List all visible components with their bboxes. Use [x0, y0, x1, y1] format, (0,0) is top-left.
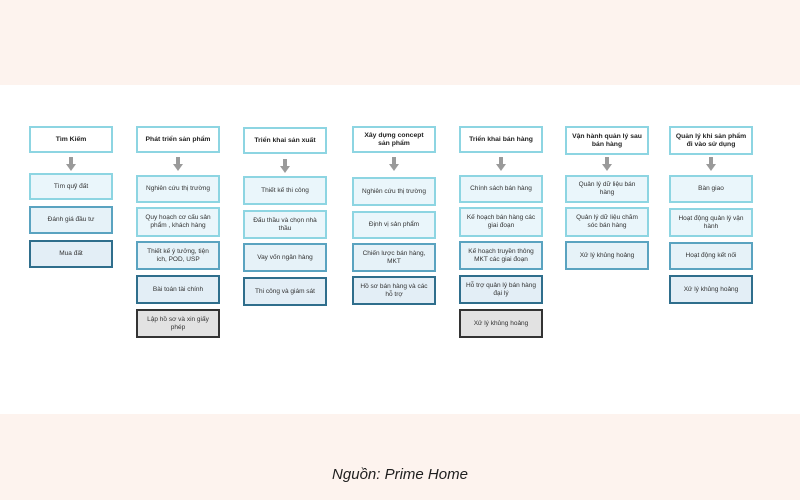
step-nghien-cuu-thi-truong: Nghiên cứu thị trường	[352, 177, 436, 206]
step-chinh-sach-ban-hang: Chính sách bán hàng	[459, 175, 543, 203]
arrow-down-icon	[496, 157, 506, 171]
step-vay-von: Vay vốn ngân hàng	[243, 243, 327, 272]
column-header: Phát triển sản phẩm	[136, 126, 220, 153]
step-thiet-ke-y-tuong: Thiết kế ý tưởng, tiện ích, POD, USP	[136, 241, 220, 270]
step-xu-ly-khung-hoang: Xử lý khủng hoảng	[459, 309, 543, 338]
source-caption: Nguồn: Prime Home	[332, 466, 468, 483]
step-ke-hoach-ban-hang: Kế hoạch bán hàng các giai đoạn	[459, 207, 543, 237]
step-nghien-cuu-thi-truong: Nghiên cứu thị trường	[136, 175, 220, 203]
step-danh-gia-dau-tu: Đánh giá đầu tư	[29, 206, 113, 234]
step-ke-hoach-truyen-thong: Kế hoạch truyền thông MKT các giai đoạn	[459, 241, 543, 270]
arrow-down-icon	[706, 157, 716, 171]
step-xu-ly-khung-hoang: Xử lý khủng hoảng	[565, 241, 649, 270]
arrow-down-icon	[602, 157, 612, 171]
column-header: Triển khai sản xuất	[243, 127, 327, 154]
step-tim-quy-dat: Tìm quỹ đất	[29, 173, 113, 200]
column-header: Triển khai bán hàng	[459, 126, 543, 153]
step-quan-ly-du-lieu-cham-soc: Quản lý dữ liệu chăm sóc bán hàng	[565, 207, 649, 237]
step-ban-giao: Bàn giao	[669, 175, 753, 203]
step-lap-ho-so: Lập hồ sơ và xin giấy phép	[136, 309, 220, 338]
step-hoat-dong-quan-ly: Hoạt động quản lý vận hành	[669, 208, 753, 237]
step-chien-luoc-ban-hang: Chiến lược bán hàng, MKT	[352, 243, 436, 272]
step-bai-toan-tai-chinh: Bài toán tài chính	[136, 275, 220, 304]
column-header: Xây dựng concept sản phẩm	[352, 126, 436, 153]
column-header: Quản lý khi sản phẩm đi vào sử dụng	[669, 126, 753, 155]
arrow-down-icon	[66, 157, 76, 171]
arrow-down-icon	[389, 157, 399, 171]
step-xu-ly-khung-hoang: Xử lý khủng hoảng	[669, 275, 753, 304]
step-thiet-ke-thi-cong: Thiết kế thi công	[243, 176, 327, 205]
step-ho-tro-dai-ly: Hỗ trợ quản lý bán hàng đại lý	[459, 275, 543, 304]
step-dau-thau: Đấu thầu và chọn nhà thầu	[243, 210, 327, 239]
step-quan-ly-du-lieu-ban-hang: Quản lý dữ liệu bán hàng	[565, 175, 649, 203]
step-hoat-dong-ket-noi: Hoạt động kết nối	[669, 242, 753, 270]
step-thi-cong-giam-sat: Thi công và giám sát	[243, 277, 327, 306]
step-dinh-vi-san-pham: Định vị sản phẩm	[352, 211, 436, 239]
step-quy-hoach-co-cau: Quy hoạch cơ cấu sản phẩm , khách hàng	[136, 207, 220, 237]
step-ho-so-ban-hang: Hồ sơ bán hàng và các hỗ trợ	[352, 276, 436, 305]
step-mua-dat: Mua đất	[29, 240, 113, 268]
column-header: Tìm Kiếm	[29, 126, 113, 153]
diagram-panel: Tìm Kiếm Tìm quỹ đất Đánh giá đầu tư Mua…	[0, 85, 800, 414]
arrow-down-icon	[173, 157, 183, 171]
arrow-down-icon	[280, 159, 290, 173]
column-header: Vận hành quản lý sau bán hàng	[565, 126, 649, 155]
